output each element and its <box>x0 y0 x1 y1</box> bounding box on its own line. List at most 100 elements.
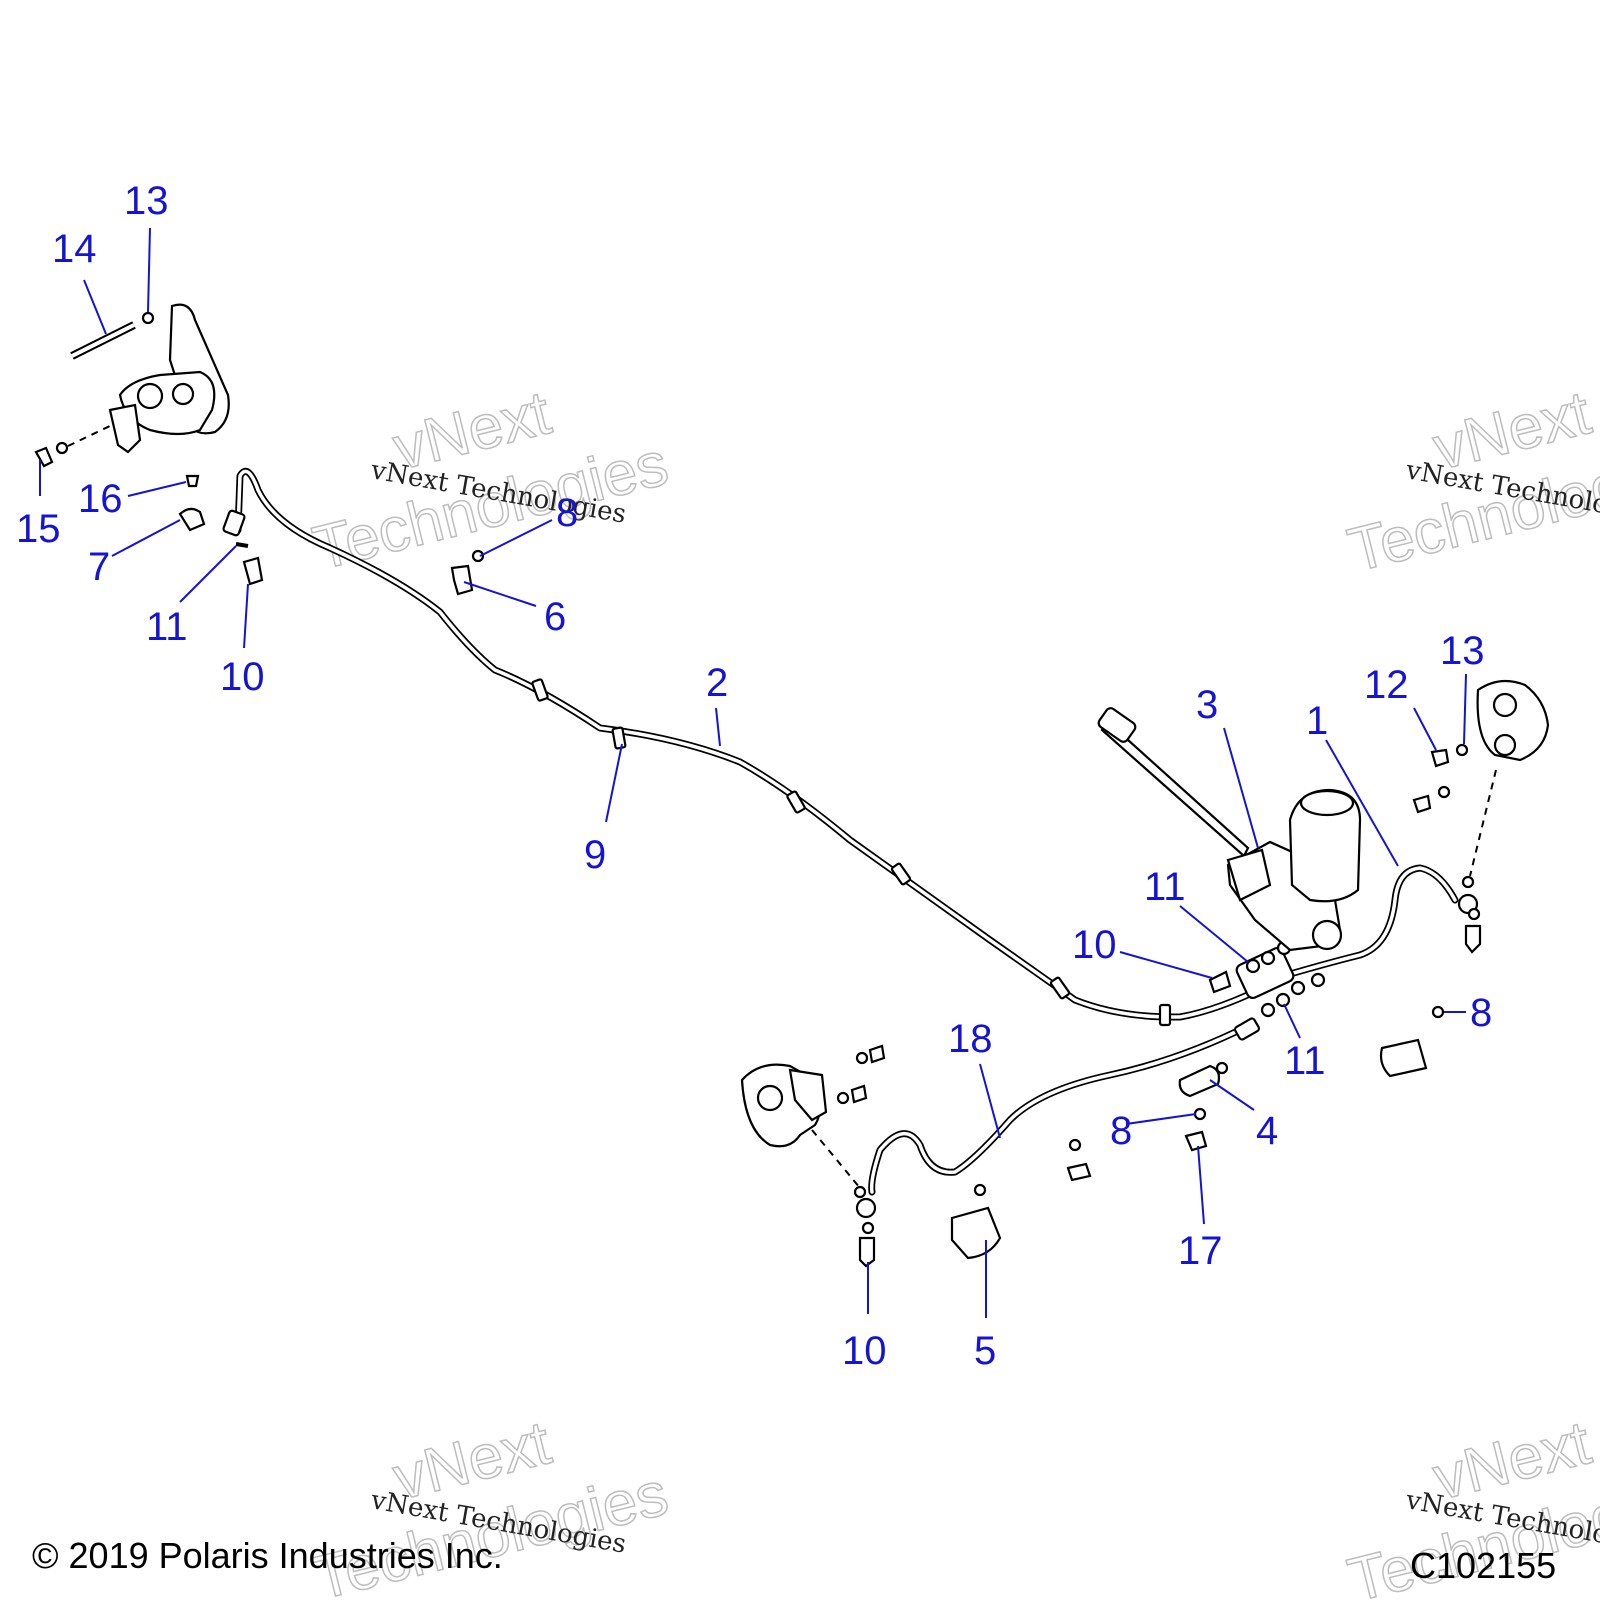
bolt <box>34 446 54 468</box>
callout-10: 10 <box>220 655 265 699</box>
line-clip <box>1158 1003 1172 1027</box>
callout-17: 17 <box>1178 1229 1223 1273</box>
clip <box>1066 1162 1092 1182</box>
caliper-piston <box>136 382 164 410</box>
clip-17 <box>1184 1130 1208 1152</box>
caliper-piston <box>1493 733 1517 757</box>
line-clip <box>1049 976 1071 1000</box>
leader-11c <box>1283 1003 1301 1039</box>
screw-8 <box>1193 1107 1207 1121</box>
pivot-pin-core <box>71 323 135 358</box>
assembly-line <box>811 1129 861 1189</box>
screw-8 <box>471 549 485 563</box>
leader-11a <box>179 545 237 603</box>
washer <box>855 1051 869 1065</box>
leader-3 <box>1223 727 1259 849</box>
washer <box>1260 1002 1276 1018</box>
line-fitting <box>222 509 246 537</box>
bolt <box>1412 794 1432 814</box>
washer <box>1215 1061 1229 1075</box>
screw-16 <box>185 474 200 488</box>
callout-15: 15 <box>16 507 61 551</box>
callout-14: 14 <box>52 227 97 271</box>
washer <box>141 311 155 325</box>
leader-10b <box>1119 951 1213 979</box>
leader-11b <box>1179 905 1249 963</box>
clip-6 <box>450 564 474 596</box>
nut <box>973 1183 987 1197</box>
bolt-10 <box>242 556 264 586</box>
washer <box>1245 958 1261 974</box>
bolt-10-junction <box>1208 970 1232 994</box>
mount-flange <box>1226 848 1272 902</box>
line-clip <box>786 790 806 814</box>
leader-9 <box>605 743 623 823</box>
leader-13b <box>1463 673 1467 745</box>
leader-4 <box>1209 1079 1255 1111</box>
leader-16 <box>127 481 187 497</box>
front-right-caliper <box>1412 679 1550 954</box>
line-clip <box>890 862 912 886</box>
banjo-fitting <box>855 1197 877 1219</box>
callout-11: 11 <box>1284 1039 1326 1083</box>
watermark-top-right: vNext Technologies vNext Technologies <box>1341 378 1600 587</box>
clip-7 <box>178 507 206 532</box>
washer <box>836 1091 850 1105</box>
caliper-piston <box>171 382 195 406</box>
reservoir-cap <box>1299 789 1355 817</box>
washer <box>1290 980 1306 996</box>
leader-18 <box>979 1063 1001 1139</box>
leader-1 <box>1325 739 1399 867</box>
watermark-top-left: vNext Technologies vNext Technologies <box>306 378 675 585</box>
nut-8 <box>1431 1005 1445 1019</box>
outlet-port <box>1311 919 1343 951</box>
callout-10: 10 <box>842 1329 887 1373</box>
bolt-12 <box>1430 748 1450 768</box>
assembly-line <box>1469 769 1497 877</box>
banjo-bolt <box>1464 924 1482 954</box>
callout-10: 10 <box>1072 923 1117 967</box>
caliper-piston <box>1492 692 1518 718</box>
callout-3: 3 <box>1196 683 1218 727</box>
leader-7 <box>111 519 181 557</box>
washer <box>861 1221 875 1235</box>
leader-lines <box>39 227 1467 1318</box>
clamp-5-right <box>1379 1038 1428 1078</box>
junction-block <box>1235 940 1326 1018</box>
leader-10a <box>243 583 249 649</box>
washer-13 <box>1455 743 1469 757</box>
line-fitting <box>1233 1017 1261 1041</box>
bolt <box>868 1044 886 1064</box>
washer <box>1275 992 1291 1008</box>
leader-6 <box>463 581 537 607</box>
copyright-text: © 2019 Polaris Industries Inc. <box>32 1535 503 1576</box>
washer <box>1461 875 1475 889</box>
callout-8: 8 <box>556 491 578 535</box>
front-left-caliper <box>740 1044 886 1268</box>
clamp-5 <box>950 1206 1002 1260</box>
hardware-top-left <box>178 474 264 586</box>
master-cylinder-3 <box>1097 707 1362 952</box>
footer: © 2019 Polaris Industries Inc. C102155 <box>32 1535 1556 1586</box>
callout-11: 11 <box>146 605 188 649</box>
washer <box>1437 785 1451 799</box>
callout-11: 11 <box>1144 865 1186 909</box>
leader-14 <box>83 279 107 335</box>
leader-8a <box>479 519 553 557</box>
leader-17 <box>1197 1145 1205 1225</box>
washer <box>1310 972 1326 988</box>
caliper-bracket <box>788 1068 828 1122</box>
banjo-bolt <box>858 1236 876 1268</box>
assembly-line <box>67 424 113 447</box>
leader-8b <box>1125 1113 1197 1125</box>
callout-8: 8 <box>1110 1109 1132 1153</box>
brake-line-18 <box>855 1017 1261 1219</box>
leader-13a <box>147 227 151 313</box>
washer-11 <box>235 542 249 548</box>
line-clip <box>611 726 627 750</box>
callout-4: 4 <box>1256 1109 1278 1153</box>
clip-6-assembly <box>450 549 485 596</box>
leader-2 <box>715 707 721 747</box>
callout-13: 13 <box>124 179 169 223</box>
parking-lever <box>108 403 142 454</box>
